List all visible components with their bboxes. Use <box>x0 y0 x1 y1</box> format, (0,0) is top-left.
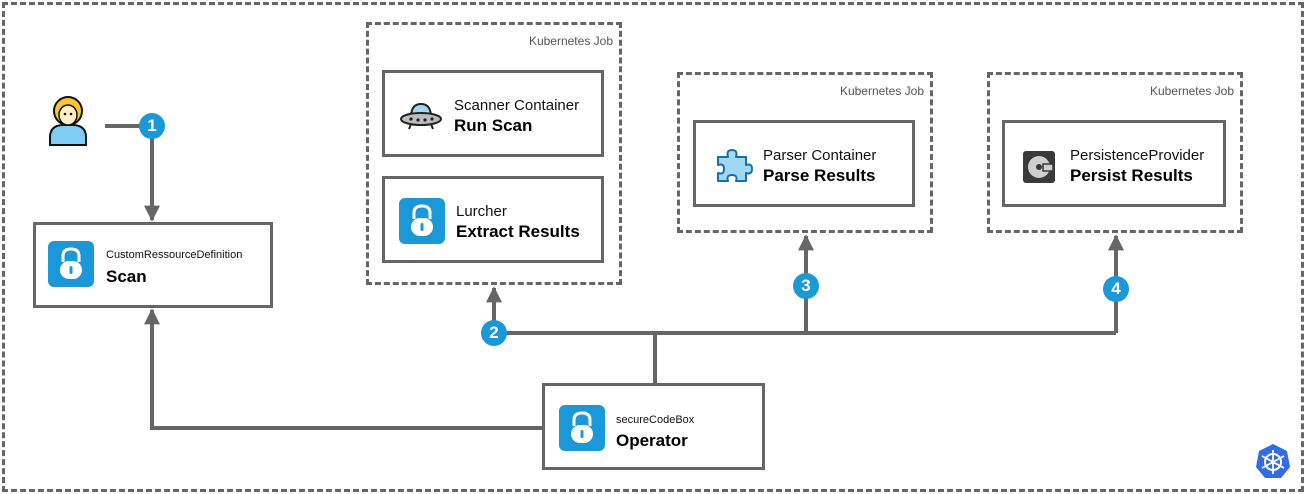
scanner-title: Run Scan <box>454 116 533 135</box>
persistence-provider-box[interactable]: PersistenceProvider Persist Results <box>1002 120 1226 207</box>
puzzle-icon <box>714 145 754 185</box>
crd-title: Scan <box>106 267 147 286</box>
parser-job-frame: Kubernetes Job <box>677 72 933 233</box>
edge-operator-crd <box>144 308 544 430</box>
kubernetes-helm-icon <box>1254 442 1292 480</box>
scanner-subtitle: Scanner Container <box>454 97 580 114</box>
persistence-job-label: Kubernetes Job <box>1149 84 1234 98</box>
persistence-title: Persist Results <box>1070 166 1193 185</box>
persistence-job-frame: Kubernetes Job <box>987 72 1243 233</box>
step-badge-3: 3 <box>793 273 819 299</box>
parser-title: Parse Results <box>763 166 876 185</box>
parser-subtitle: Parser Container <box>763 147 877 164</box>
disk-icon <box>1021 149 1057 185</box>
edge-user-crd <box>105 124 160 222</box>
parser-job-label: Kubernetes Job <box>839 84 924 98</box>
step-badge-2: 2 <box>481 320 507 346</box>
scanner-job-label: Kubernetes Job <box>528 34 613 48</box>
step-badge-4: 4 <box>1103 276 1129 302</box>
lock-icon <box>399 198 445 244</box>
parser-container-box[interactable]: Parser Container Parse Results <box>693 120 915 207</box>
operator-box[interactable]: secureCodeBox Operator <box>542 383 765 470</box>
lock-icon <box>559 405 605 451</box>
lurcher-title: Extract Results <box>456 222 580 241</box>
crd-scan-box[interactable]: CustomRessourceDefinition Scan <box>33 222 273 308</box>
lurcher-box[interactable]: Lurcher Extract Results <box>382 176 604 263</box>
lock-icon <box>48 241 94 287</box>
scanner-job-frame: Kubernetes Job <box>366 22 622 285</box>
persistence-subtitle: PersistenceProvider <box>1070 147 1205 164</box>
scanner-container-box[interactable]: Scanner Container Run Scan <box>382 70 604 157</box>
step-badge-1: 1 <box>139 113 165 139</box>
lurcher-subtitle: Lurcher <box>456 203 507 220</box>
operator-subtitle: secureCodeBox <box>616 414 695 426</box>
crd-subtitle: CustomRessourceDefinition <box>106 249 243 261</box>
ufo-icon <box>399 101 443 131</box>
operator-title: Operator <box>616 431 688 450</box>
user-icon <box>48 95 88 147</box>
